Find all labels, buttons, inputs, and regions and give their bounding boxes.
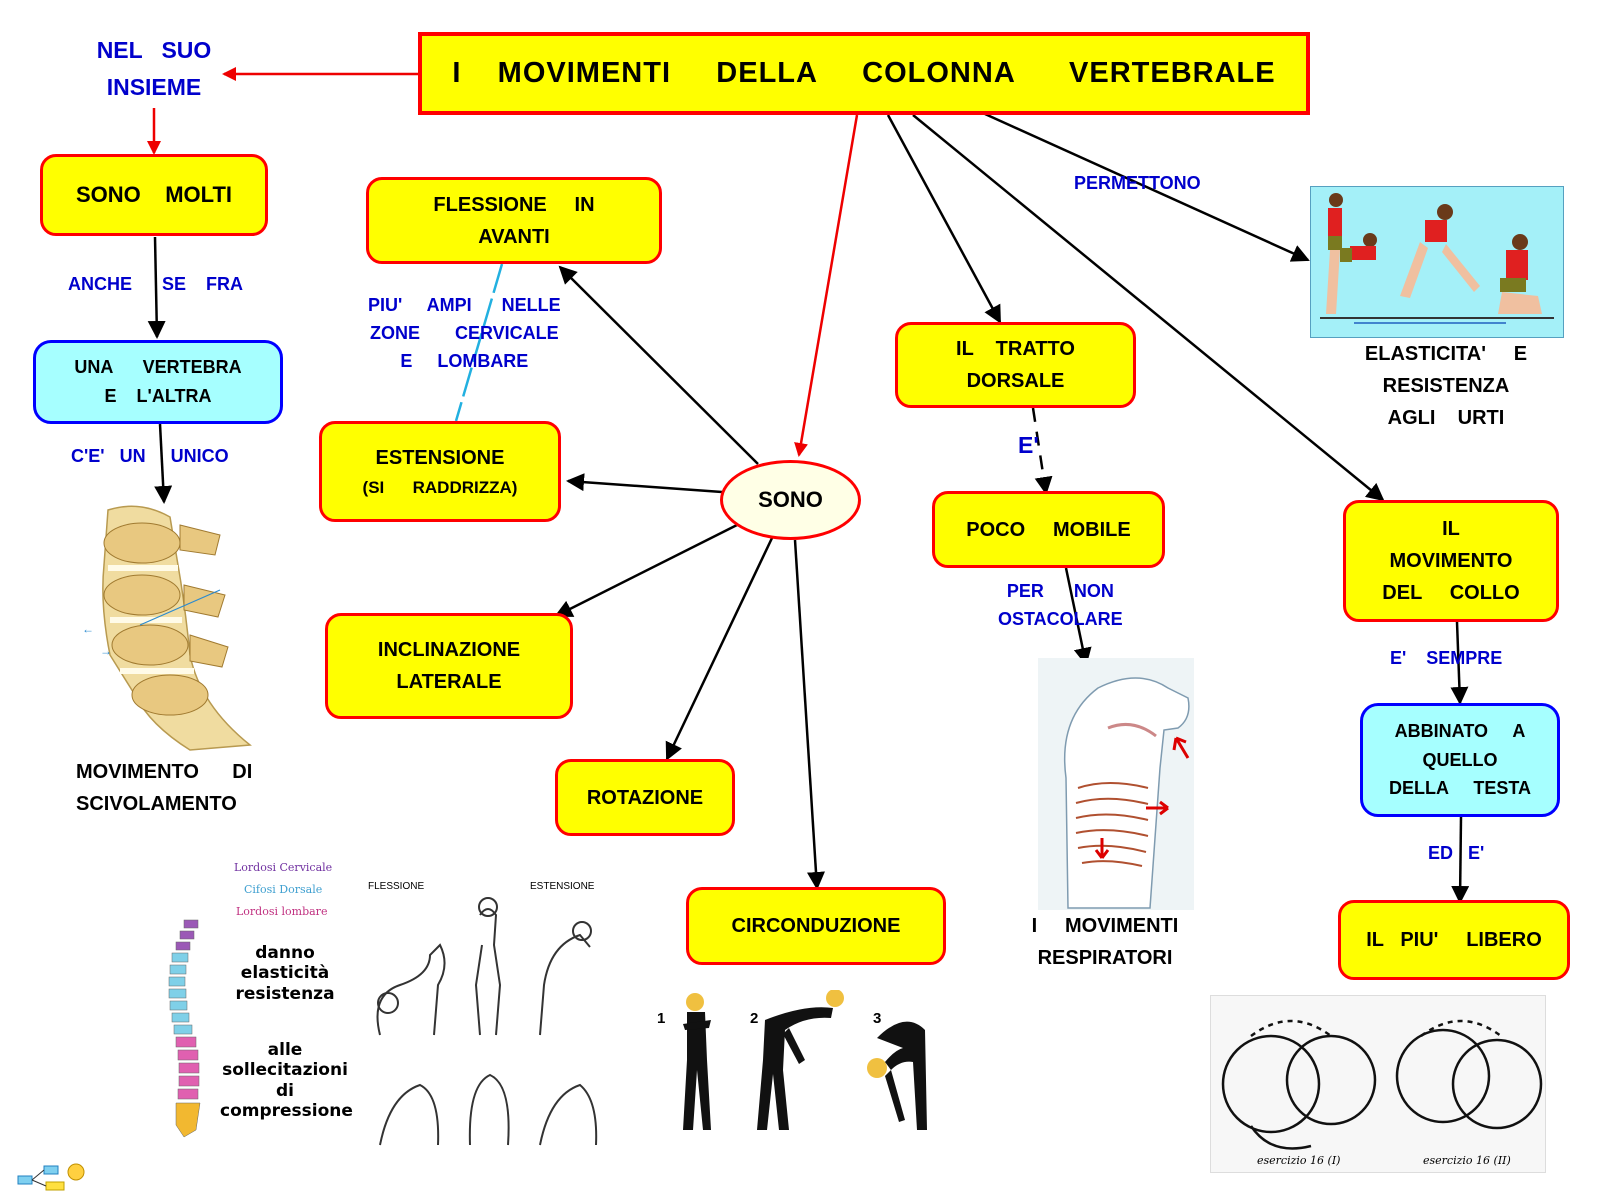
link-sono-estensione	[566, 473, 723, 494]
lordosi-cervicale-text: Lordosi Cervicale	[234, 861, 333, 874]
sono-node: SONO	[720, 460, 861, 540]
movimento-collo-text: IL MOVIMENTO DEL COLLO	[1382, 518, 1520, 604]
permettono-label: PERMETTONO	[1074, 173, 1201, 193]
lordosi-lombare-text: Lordosi lombare	[236, 905, 328, 918]
poco-mobile-node: POCO MOBILE	[932, 491, 1165, 568]
main-title-text: I MOVIMENTI DELLA COLONNA VERTEBRALE	[452, 57, 1276, 90]
flessione-small-text: FLESSIONE	[368, 881, 425, 892]
neck-exercise-illustration: esercizio 16 (I) esercizio 16 (II)	[1210, 995, 1546, 1173]
nel-suo-insieme-label: NEL SUO INSIEME	[96, 37, 212, 100]
abbinato-text: ABBINATO A QUELLO DELLA TESTA	[1389, 720, 1531, 799]
rotazione-node: ROTAZIONE	[555, 759, 735, 836]
body-outlines-icon	[376, 897, 598, 1146]
posture-figures-illustration: Lordosi Cervicale Cifosi Dorsale Lordosi…	[140, 855, 610, 1155]
e-accent-label: E'	[1018, 432, 1039, 458]
esercizio-1-text: esercizio 16 (I)	[1257, 1154, 1341, 1167]
circonduzione-node: CIRCONDUZIONE	[686, 887, 946, 965]
flessione-node: FLESSIONE IN AVANTI	[366, 177, 662, 264]
estensione-text: ESTENSIONE	[375, 446, 505, 469]
movimento-collo-node: IL MOVIMENTO DEL COLLO	[1343, 500, 1559, 622]
una-vertebra-text: UNA VERTEBRA E L'ALTRA	[74, 357, 242, 406]
mindmap-logo-icon	[17, 1163, 85, 1191]
spine-illustration: ← →	[82, 505, 252, 751]
svg-text:←: ←	[82, 622, 94, 636]
flessione-text: FLESSIONE IN AVANTI	[433, 193, 595, 248]
piu-ampi-label: PIU' AMPI NELLE ZONE CERVICALE E LOMBARE	[368, 295, 561, 371]
link-title-dorsale	[886, 114, 1002, 324]
step-1-text: 1	[657, 1010, 666, 1027]
stretching-figures-illustration: 1 2 3	[655, 990, 945, 1140]
heads-drawing-icon	[1221, 1019, 1543, 1150]
e-sempre-label: E' SEMPRE	[1390, 648, 1503, 668]
main-title: I MOVIMENTI DELLA COLONNA VERTEBRALE	[418, 32, 1310, 115]
stretching-figures-icon	[683, 990, 927, 1130]
per-non-label: PER NON OSTACOLARE	[998, 581, 1123, 629]
spine-color-icon	[168, 919, 201, 1138]
jumper-illustration	[1310, 186, 1564, 338]
tratto-dorsale-text: IL TRATTO DORSALE	[956, 338, 1075, 392]
movimenti-respiratori-caption: I MOVIMENTI RESPIRATORI	[1031, 915, 1179, 969]
poco-mobile-text: POCO MOBILE	[966, 518, 1131, 541]
link-flessione-estensione	[454, 263, 504, 422]
link-vertebra-scivolamento	[154, 423, 173, 504]
inclinazione-text: INCLINAZIONE LATERALE	[377, 639, 521, 693]
estensione-small-text: ESTENSIONE	[530, 881, 595, 892]
link-title-elasticita	[984, 112, 1310, 262]
link-poco-respiratori	[1064, 567, 1092, 666]
link-sono-circonduzione	[793, 539, 825, 890]
sono-molti-node: SONO MOLTI	[40, 154, 268, 236]
link-title-sono	[794, 114, 859, 457]
link-sono-flessione	[558, 265, 759, 465]
sono-text: SONO	[758, 487, 823, 513]
link-sono-inclinazione	[554, 523, 738, 618]
breathing-illustration	[1038, 658, 1194, 910]
svg-text:→: →	[100, 644, 112, 658]
esercizio-2-text: esercizio 16 (II)	[1423, 1154, 1511, 1167]
piu-libero-text: IL PIU' LIBERO	[1366, 929, 1542, 951]
circonduzione-text: CIRCONDUZIONE	[731, 915, 901, 937]
link-abbinato-libero	[1451, 816, 1470, 904]
anche-se-fra-label: ANCHE SE FRA	[68, 274, 244, 294]
link-collo-abbinato	[1450, 621, 1469, 705]
ed-e-label: ED E'	[1428, 843, 1485, 863]
sono-molti-text: SONO MOLTI	[75, 182, 233, 208]
step-2-text: 2	[750, 1010, 759, 1027]
danno-text: danno elasticità resistenza	[235, 943, 335, 1004]
piu-libero-node: IL PIU' LIBERO	[1338, 900, 1570, 980]
tratto-dorsale-node: IL TRATTO DORSALE	[895, 322, 1136, 408]
link-molti-vertebra	[147, 236, 166, 339]
una-vertebra-node: UNA VERTEBRA E L'ALTRA	[33, 340, 283, 424]
estensione-node: ESTENSIONE (SI RADDRIZZA)	[319, 421, 561, 522]
elasticita-caption: ELASTICITA' E RESISTENZA AGLI URTI	[1364, 343, 1528, 429]
abbinato-node: ABBINATO A QUELLO DELLA TESTA	[1360, 703, 1560, 817]
ce-un-unico-label: C'E' UN UNICO	[71, 446, 229, 466]
step-3-text: 3	[873, 1010, 882, 1027]
estensione-subtext: (SI RADDRIZZA)	[362, 477, 518, 497]
cifosi-dorsale-text: Cifosi Dorsale	[244, 883, 323, 896]
link-title-collo	[912, 114, 1385, 502]
movimento-scivolamento-caption: MOVIMENTO DI SCIVOLAMENTO	[76, 761, 253, 815]
alle-text: alle sollecitazioni di compressione	[220, 1040, 353, 1122]
link-sono-rotazione	[665, 537, 774, 761]
inclinazione-node: INCLINAZIONE LATERALE	[325, 613, 573, 719]
rotazione-text: ROTAZIONE	[586, 786, 704, 809]
